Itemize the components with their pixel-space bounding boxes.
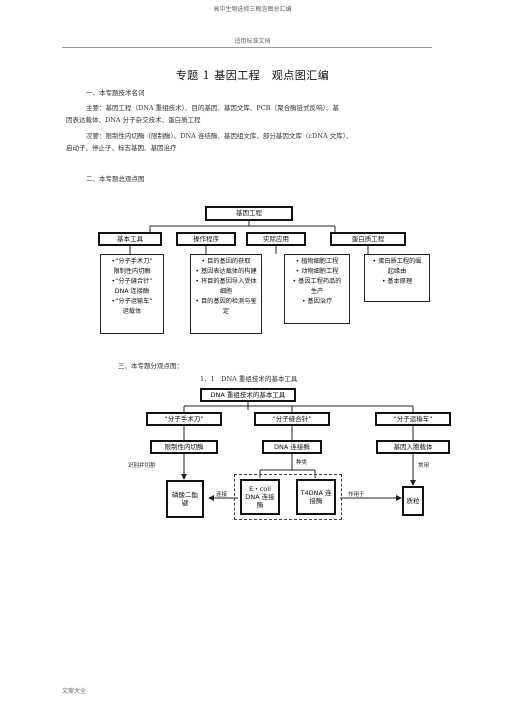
list-item: • 植物细胞工程 bbox=[295, 258, 339, 265]
label-recognize: 识别并切割 bbox=[128, 463, 156, 469]
list-item: • 基因治疗 bbox=[301, 298, 333, 305]
phosphodiester-bond: 磷酸二酯键 bbox=[166, 480, 204, 518]
label-kind: 种类 bbox=[296, 460, 308, 466]
list-applications: • 植物细胞工程 • 动物细胞工程 • 基因工程药品的 生产 • 基因治疗 bbox=[284, 254, 350, 324]
list-item: •“分子运输车” bbox=[111, 298, 153, 305]
list-item: • 基因表达载体的构建 bbox=[195, 268, 257, 275]
list-item: •“分子手术刀” bbox=[111, 258, 153, 265]
label-act-on: 作用于 bbox=[348, 492, 365, 498]
ligase-t4: T4DNA 连接酶 bbox=[296, 479, 336, 515]
root-genetic-engineering: 基因工程 bbox=[205, 206, 293, 221]
list-item: 定 bbox=[222, 308, 230, 315]
list-item: • 目的基因的检测与鉴 bbox=[195, 298, 257, 305]
list-item: • 基本原理 bbox=[381, 278, 413, 285]
section-1-line-2: 因表达载体、DNA 分子杂交技术、蛋白质工程 bbox=[66, 116, 201, 124]
list-item: • 蛋白质工程的崛 bbox=[372, 258, 422, 265]
list-item: • 动物细胞工程 bbox=[295, 268, 339, 275]
list-item: DNA 连接酶 bbox=[114, 288, 150, 295]
tools-root: DNA 重组技术的基本工具 bbox=[200, 388, 296, 402]
nickname-needle: “分子缝合针” bbox=[254, 412, 330, 426]
category-protein-engineering: 蛋白质工程 bbox=[330, 232, 406, 246]
category-applications: 实际应用 bbox=[246, 232, 306, 246]
label-connect: 连接 bbox=[216, 492, 228, 498]
section-2-heading: 二、本专题总观点图 bbox=[86, 175, 145, 183]
section-1-line-3: 次要：限制性内切酶（限制酶）、DNA 连结酶、基因组文库、部分基因文库（cDNA… bbox=[86, 132, 353, 140]
list-item: •“分子缝合针” bbox=[111, 278, 153, 285]
list-item: 生产 bbox=[310, 288, 324, 295]
section-1-line-4: 启动子、停止子、标志基因、基因治疗 bbox=[66, 144, 177, 152]
ligase-ecoli: E・coli DNA 连接酶 bbox=[240, 479, 280, 515]
header-rule bbox=[62, 47, 432, 48]
list-basic-tools: •“分子手术刀” 限制性内切酶 •“分子缝合针” DNA 连接酶 •“分子运输车… bbox=[100, 254, 164, 334]
list-protein-engineering: • 蛋白质工程的崛 起缘由 • 基本原理 bbox=[364, 254, 430, 302]
tool-vector: 基因入胞载体 bbox=[376, 440, 450, 454]
list-item: • 基因工程药品的 bbox=[292, 278, 342, 285]
list-item: 运载体 bbox=[122, 308, 142, 315]
nickname-carrier: “分子运输车” bbox=[375, 412, 451, 426]
ligase-types-group bbox=[234, 474, 342, 520]
tool-restriction-enzyme: 限制性内切酶 bbox=[150, 440, 218, 454]
section-1-heading: 一、本专题技术名词 bbox=[86, 89, 145, 97]
list-item: 限制性内切酶 bbox=[113, 268, 151, 275]
list-item: • 目的基因的获取 bbox=[201, 258, 251, 265]
section-1-line-1: 主要：基因工程（DNA 重组技术）、目的基因、基因文库、PCR（聚合酶链式反响）… bbox=[86, 104, 339, 112]
plasmid: 质粒 bbox=[402, 486, 424, 516]
section-3-subheading: 1．1 DNA 重组技术的基本工具 bbox=[200, 375, 298, 383]
list-item: • 将目的基因导入受体 bbox=[195, 278, 257, 285]
tool-dna-ligase: DNA 连接酶 bbox=[262, 440, 322, 454]
page-footer: 文案大全 bbox=[62, 688, 87, 695]
page-subtitle: 适用标准文档 bbox=[234, 38, 271, 45]
list-item: 细胞 bbox=[219, 288, 233, 295]
category-basic-tools: 基本工具 bbox=[98, 232, 162, 246]
label-common: 常用 bbox=[418, 463, 430, 469]
nickname-scissors: “分子手术刀” bbox=[146, 412, 222, 426]
list-item: 起缘由 bbox=[387, 268, 407, 275]
section-3-heading: 三、本专题分观点图： bbox=[118, 362, 183, 370]
list-procedures: • 目的基因的获取 • 基因表达载体的构建 • 将目的基因导入受体 细胞 • 目… bbox=[190, 254, 262, 334]
page-header-title: 高中生物选修三概念图总汇编 bbox=[213, 6, 292, 13]
category-procedures: 操作程序 bbox=[176, 232, 236, 246]
document-title: 专题 1 基因工程 观点图汇编 bbox=[175, 69, 330, 82]
